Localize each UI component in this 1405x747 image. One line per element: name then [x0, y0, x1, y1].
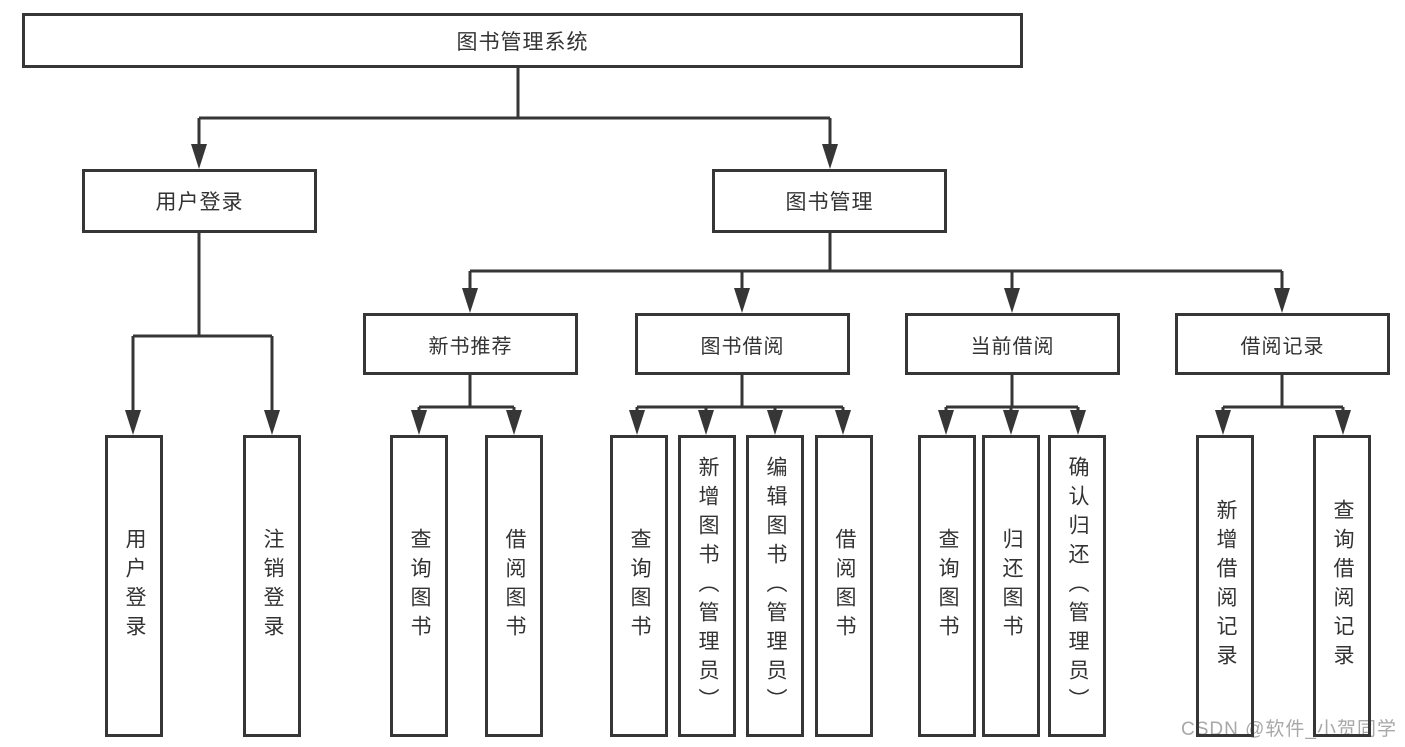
leaf-label: 借阅图书: [503, 528, 526, 644]
leaf-borrow-books-recommend: 借阅图书: [485, 435, 543, 737]
leaf-return-books: 归还图书: [982, 435, 1040, 737]
leaf-label: 归还图书: [1000, 528, 1023, 644]
leaf-query-books-borrow: 查询图书: [610, 435, 668, 737]
leaf-label: 确认归还（管理员）: [1066, 455, 1089, 717]
leaf-user-login: 用户登录: [105, 435, 163, 737]
node-user-login: 用户登录: [82, 169, 317, 233]
leaf-query-books-current: 查询图书: [918, 435, 976, 737]
leaf-label: 用户登录: [123, 528, 146, 644]
leaf-label: 查询图书: [628, 528, 651, 644]
leaf-label: 查询借阅记录: [1331, 499, 1354, 673]
leaf-query-borrow-record: 查询借阅记录: [1313, 435, 1371, 737]
leaf-edit-books-admin: 编辑图书（管理员）: [746, 435, 804, 737]
leaf-query-books-recommend: 查询图书: [390, 435, 448, 737]
leaf-label: 新增图书（管理员）: [696, 455, 719, 717]
node-current-borrow: 当前借阅: [905, 313, 1120, 375]
leaf-logout: 注销登录: [243, 435, 301, 737]
node-new-book-recommend: 新书推荐: [363, 313, 578, 375]
leaf-label: 新增借阅记录: [1214, 499, 1237, 673]
leaf-confirm-return-admin: 确认归还（管理员）: [1048, 435, 1106, 737]
leaf-add-books-admin: 新增图书（管理员）: [678, 435, 736, 737]
leaf-label: 查询图书: [936, 528, 959, 644]
leaf-label: 借阅图书: [833, 528, 856, 644]
node-borrow-records: 借阅记录: [1175, 313, 1390, 375]
leaf-label: 编辑图书（管理员）: [764, 455, 787, 717]
node-root-system: 图书管理系统: [22, 13, 1023, 68]
node-book-management: 图书管理: [712, 169, 947, 233]
leaf-label: 注销登录: [261, 528, 284, 644]
node-book-borrow: 图书借阅: [635, 313, 850, 375]
leaf-label: 查询图书: [408, 528, 431, 644]
leaf-add-borrow-record: 新增借阅记录: [1196, 435, 1254, 737]
leaf-borrow-books: 借阅图书: [815, 435, 873, 737]
